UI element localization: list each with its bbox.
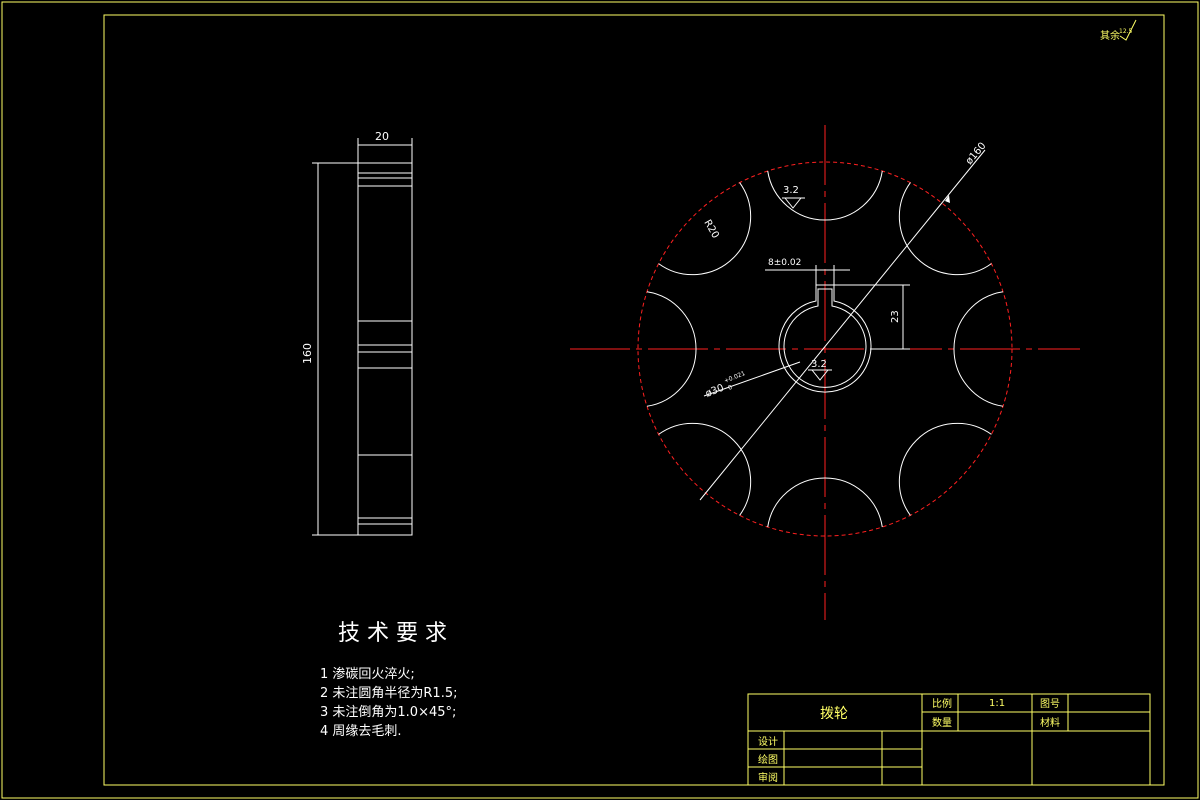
- outer-dia-text: ø160: [964, 141, 989, 167]
- scale-label: 比例: [932, 697, 952, 710]
- slot-arc: [953, 291, 1004, 407]
- corner-mark-text: 其余: [1100, 29, 1120, 42]
- corner-mark-sup: 12.5: [1119, 28, 1133, 35]
- outer-dia-leader: [699, 149, 986, 501]
- tech-req-item-3: 3 未注倒角为1.0×45°;: [320, 705, 456, 720]
- bore-with-keyway: [778, 284, 872, 393]
- slot-arc: [898, 182, 992, 276]
- title-block: [747, 693, 1151, 786]
- width-dim-text: 20: [375, 130, 389, 143]
- key-depth-text: 23: [890, 310, 901, 323]
- material-label: 材料: [1040, 716, 1060, 729]
- drawing-frame: [103, 14, 1165, 786]
- part-name: 拨轮: [820, 706, 848, 722]
- slot-arc: [767, 170, 883, 221]
- tech-req-item-2: 2 未注圆角半径为R1.5;: [320, 686, 458, 701]
- bore-dia-leader: [703, 361, 801, 397]
- tech-req-item-4: 4 周缘去毛刺.: [320, 724, 402, 739]
- design-label: 设计: [758, 735, 778, 748]
- scale-value: 1:1: [989, 698, 1005, 709]
- slot-radius-text: R20: [701, 218, 720, 241]
- quantity-label: 数量: [932, 716, 952, 729]
- slot-arc: [646, 291, 697, 407]
- outer-circle: [637, 161, 1013, 537]
- bore-chamfer: [783, 288, 867, 388]
- drawing-no-label: 图号: [1040, 698, 1060, 710]
- front-view: [570, 125, 1080, 620]
- corner-roughness-mark: 其余 12.5: [1100, 19, 1137, 42]
- review-label: 审阅: [758, 771, 778, 784]
- side-view: [312, 138, 413, 536]
- tech-req-item-1: 1 渗碳回火淬火;: [320, 667, 415, 682]
- slot-arc: [658, 182, 752, 276]
- key-width-text: 8±0.02: [768, 258, 801, 268]
- bore-tol-low-text: 0: [727, 384, 733, 392]
- side-view-outline: [357, 162, 413, 536]
- draw-label: 绘图: [758, 753, 778, 766]
- slot-arc: [767, 477, 883, 528]
- bore-dia-text: ø30: [704, 383, 726, 400]
- slot-arc: [658, 422, 752, 516]
- height-dim-text: 160: [301, 343, 314, 364]
- rough-top-text: 3.2: [783, 185, 799, 196]
- tech-req-title: 技 术 要 求: [338, 621, 447, 646]
- slot-arc: [898, 422, 992, 516]
- rough-bore-text: 3.2: [811, 359, 827, 370]
